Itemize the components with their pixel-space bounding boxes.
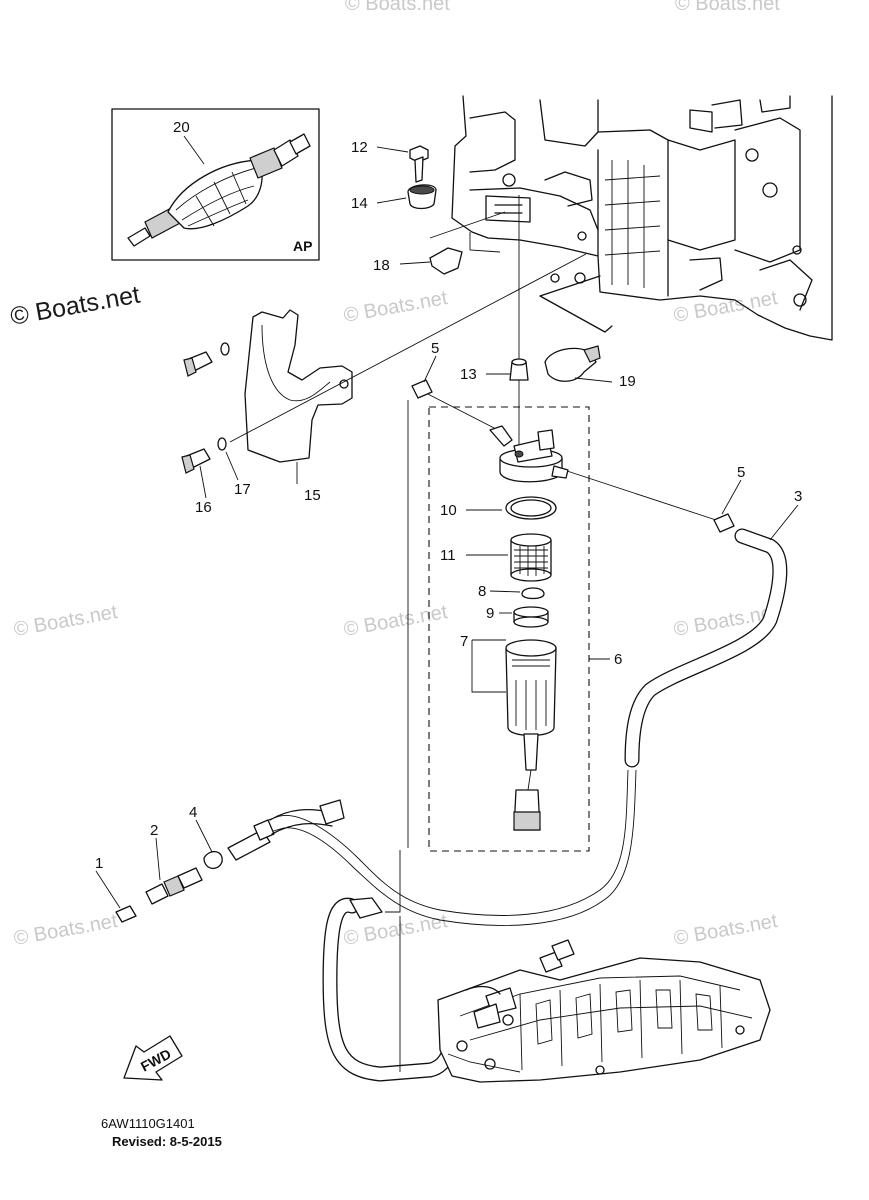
callout-4: 4 — [189, 804, 197, 821]
engine-block — [451, 95, 833, 341]
fuel-hose-lower — [267, 769, 637, 1082]
vapor-separator-assembly — [437, 939, 771, 1083]
callout-9: 9 — [486, 605, 494, 622]
watermark: © Boats.net — [342, 601, 449, 641]
watermark: © Boats.net — [342, 287, 449, 327]
watermarks: © Boats.net © Boats.net © Boats.net © Bo… — [8, 0, 780, 950]
callout-15: 15 — [304, 487, 321, 504]
watermark-main: © Boats.net — [8, 281, 142, 331]
filter-bracket — [244, 309, 353, 463]
callout-17: 17 — [234, 481, 251, 498]
holder-19 — [544, 347, 597, 382]
washer-upper — [220, 342, 230, 356]
washer-17 — [217, 437, 227, 451]
watermark: © Boats.net — [345, 0, 450, 15]
callout-10: 10 — [440, 502, 457, 519]
callout-19: 19 — [619, 373, 636, 390]
callout-8: 8 — [478, 583, 486, 600]
revision-date: Revised: 8-5-2015 — [112, 1134, 222, 1149]
hose-clip-5-left — [411, 379, 433, 399]
callout-labels: 1 2 3 4 5 5 6 7 8 9 10 11 12 13 14 15 16… — [95, 119, 802, 872]
inset-frame — [111, 108, 320, 261]
inset-label: AP — [293, 238, 312, 254]
filter-element-11 — [510, 533, 552, 582]
filter-head — [489, 425, 569, 483]
hose-clip-4 — [203, 851, 223, 869]
float-9 — [513, 606, 549, 628]
watermark: © Boats.net — [672, 287, 779, 327]
inlet-parts — [115, 799, 345, 923]
callout-12: 12 — [351, 139, 368, 156]
hose-clip-5-right — [713, 513, 735, 533]
leader-lines — [95, 135, 799, 1072]
callout-5-right: 5 — [737, 464, 745, 481]
callout-3: 3 — [794, 488, 802, 505]
callout-16: 16 — [195, 499, 212, 516]
fuel-filter-stack — [489, 425, 569, 831]
filter-assembly-box — [428, 406, 590, 852]
fwd-arrow: FWD — [123, 1035, 183, 1081]
watermark: © Boats.net — [672, 910, 779, 950]
top-small-parts — [407, 145, 735, 533]
primer-pump-part — [127, 133, 311, 247]
callout-14: 14 — [351, 195, 368, 212]
watermark: © Boats.net — [12, 601, 119, 641]
callout-13: 13 — [460, 366, 477, 383]
callout-2: 2 — [150, 822, 158, 839]
filter-bracket-group — [181, 309, 353, 474]
callout-18: 18 — [373, 257, 390, 274]
plug-1 — [115, 905, 137, 923]
fuel-joint-2 — [145, 867, 203, 905]
watermark: © Boats.net — [12, 910, 119, 950]
watermark: © Boats.net — [675, 0, 780, 15]
callout-11: 11 — [440, 547, 456, 564]
diagram-code: 6AW1110G1401 — [101, 1116, 195, 1131]
callout-20: 20 — [173, 119, 190, 136]
inset-primer-pump: AP — [111, 108, 320, 261]
callout-1: 1 — [95, 855, 103, 872]
fuel-hose-3 — [624, 528, 788, 768]
clip-18 — [429, 247, 463, 275]
callout-7: 7 — [460, 633, 468, 650]
callout-5-left: 5 — [431, 340, 439, 357]
callout-6: 6 — [614, 651, 622, 668]
filter-cup-7 — [505, 639, 557, 831]
o-ring-8 — [521, 587, 545, 600]
